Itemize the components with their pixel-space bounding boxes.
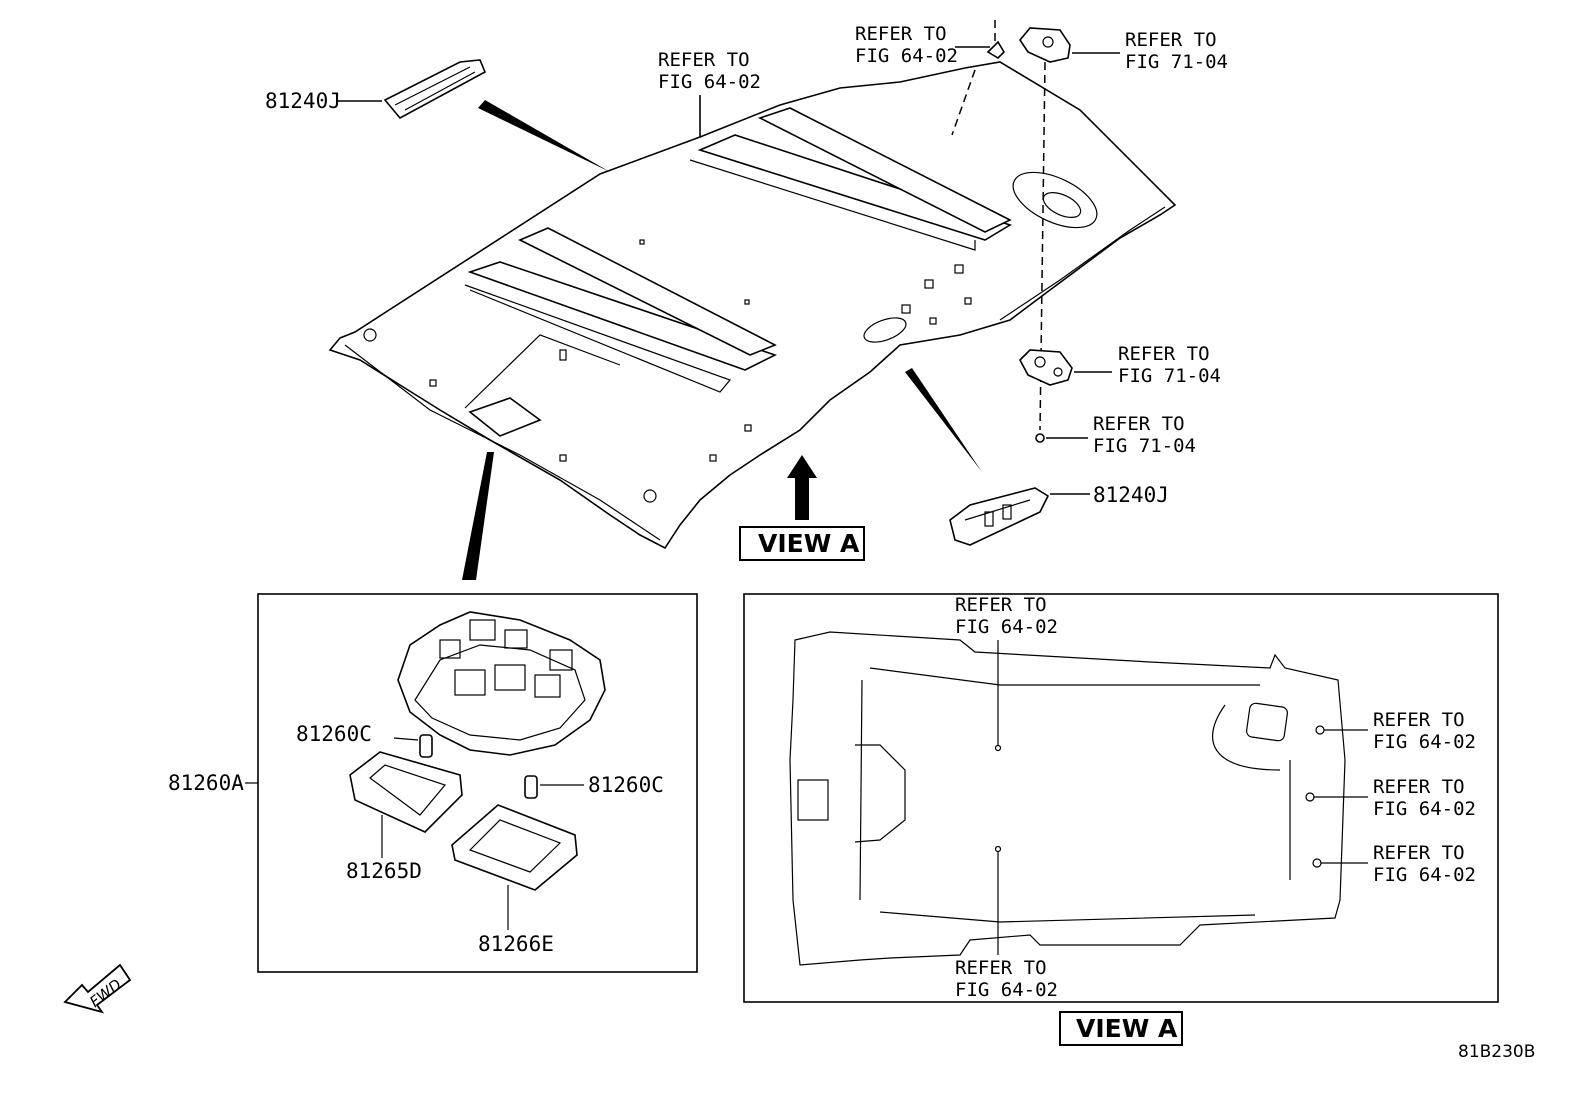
view-a-label-top: VIEW A [758,529,860,558]
headliner-view-a [789,631,1346,966]
view-a-label-bottom: VIEW A [1076,1014,1178,1043]
roof-headliner [328,20,1177,550]
refer-to-label-va-right-2: REFER TO [1373,776,1465,798]
part-number-81240j-top: 81240J [265,89,341,113]
clip-part-icon [986,40,1006,60]
refer-fig-va-right-1: FIG 64-02 [1373,731,1476,753]
refer-fig-va-top: FIG 64-02 [955,616,1058,638]
assist-grip-bracket-mid [1019,349,1073,386]
refer-fig-clip: FIG 64-02 [855,45,958,67]
refer-to-label-va-right-3: REFER TO [1373,842,1465,864]
refer-to-label-clip: REFER TO [855,23,947,45]
view-a-box-top [739,526,865,561]
refer-fig-va-bottom: FIG 64-02 [955,979,1058,1001]
screw-icon [1035,433,1045,443]
part-number-81260c-left: 81260C [296,722,372,746]
refer-to-label-va-bottom: REFER TO [955,957,1047,979]
refer-to-label-top-center: REFER TO [658,49,750,71]
view-a-box-bottom [1059,1011,1183,1046]
map-lamp-housing [397,611,606,756]
part-number-81265d: 81265D [346,859,422,883]
lens-81265d [349,751,463,833]
room-lamp-top [383,59,487,120]
view-a-detail-box [743,593,1499,1003]
refer-fig-screw: FIG 71-04 [1093,435,1196,457]
refer-to-label-grip-mid: REFER TO [1118,343,1210,365]
figure-code: 81B230B [1458,1042,1535,1062]
refer-fig-va-right-2: FIG 64-02 [1373,798,1476,820]
refer-fig-grip-mid: FIG 71-04 [1118,365,1221,387]
part-number-81240j-mid: 81240J [1093,483,1169,507]
pointer-wedge-top-lamp [478,100,610,172]
part-number-81260a: 81260A [168,771,244,795]
assist-grip-bracket-top [1019,27,1071,63]
leader-81260c-left [393,737,419,741]
refer-fig-va-right-3: FIG 64-02 [1373,864,1476,886]
pointer-wedge-console [462,452,494,580]
refer-to-label-va-top: REFER TO [955,594,1047,616]
refer-fig-grip-top: FIG 71-04 [1125,51,1228,73]
bulb-right-icon [524,775,538,799]
refer-to-label-grip-top: REFER TO [1125,29,1217,51]
room-lamp-mid [949,487,1050,546]
refer-fig-top-center: FIG 64-02 [658,71,761,93]
pointer-wedge-mid-lamp [905,368,982,472]
view-a-arrow-icon [787,455,817,520]
fwd-arrow-icon: FWD [63,963,132,1014]
refer-to-label-va-right-1: REFER TO [1373,709,1465,731]
lens-81266e [451,804,578,891]
part-number-81260c-right: 81260C [588,773,664,797]
part-number-81266e: 81266E [478,932,554,956]
refer-to-label-screw: REFER TO [1093,413,1185,435]
bulb-left-icon [419,734,433,758]
